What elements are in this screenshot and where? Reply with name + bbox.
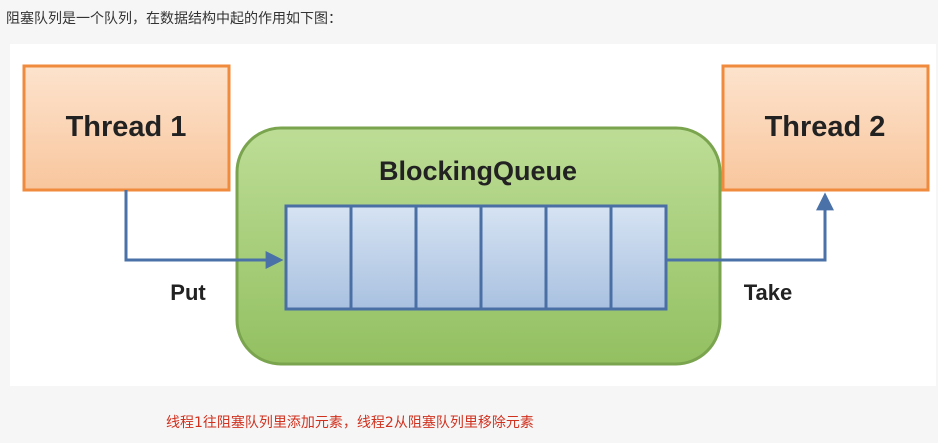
queue-slot [284,204,353,311]
caption-text: 线程1往阻塞队列里添加元素，线程2从阻塞队列里移除元素 [166,415,534,431]
thread-1-box: Thread 1 [22,64,231,192]
queue-slots [284,204,668,311]
queue-slot [609,204,668,311]
queue-label: BlockingQueue [379,156,577,186]
take-label: Take [744,280,793,305]
put-arrow [124,190,284,269]
thread-2-box: Thread 2 [721,64,930,192]
queue-slot [479,204,548,311]
thread-1-label: Thread 1 [66,111,187,143]
diagram-panel: Thread 1 Thread 2 BlockingQueue Put Take [10,44,936,386]
blocking-queue-diagram: Thread 1 Thread 2 BlockingQueue Put Take [22,64,930,366]
queue-slot [544,204,613,311]
take-arrow [666,192,834,262]
queue-slot [414,204,483,311]
queue-slot [349,204,418,311]
thread-2-label: Thread 2 [765,111,886,143]
put-label: Put [170,280,206,305]
intro-text: 阻塞队列是一个队列，在数据结构中起的作用如下图： [6,11,342,27]
